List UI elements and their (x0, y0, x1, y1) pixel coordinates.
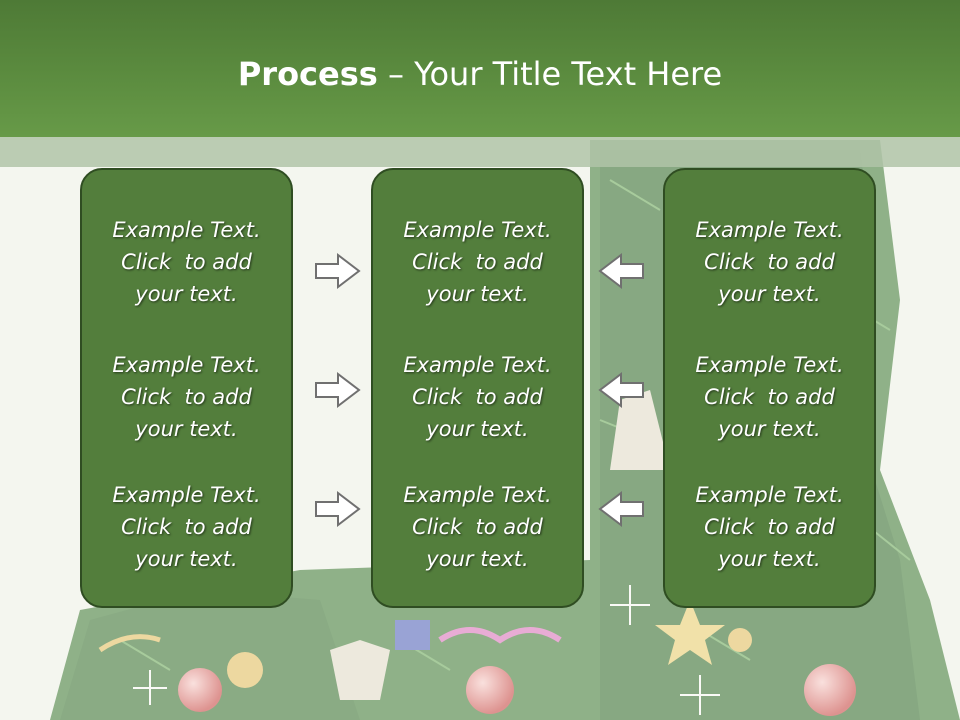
text-line: your text. (718, 417, 821, 441)
text-line: your text. (426, 417, 529, 441)
text-placeholder[interactable]: Example Text. Click to add your text. (665, 479, 874, 575)
title-rest: – Your Title Text Here (377, 55, 723, 93)
text-line: Example Text. (112, 353, 261, 377)
text-placeholder[interactable]: Example Text. Click to add your text. (665, 214, 874, 310)
arrow-left-icon (598, 252, 644, 290)
arrow-right-icon (315, 252, 361, 290)
text-placeholder[interactable]: Example Text. Click to add your text. (82, 349, 291, 445)
text-line: Click to add (412, 385, 543, 409)
header-strip (0, 137, 960, 167)
text-placeholder[interactable]: Example Text. Click to add your text. (373, 479, 582, 575)
arrow-right-icon (315, 490, 361, 528)
text-placeholder[interactable]: Example Text. Click to add your text. (373, 214, 582, 310)
text-line: Example Text. (403, 218, 552, 242)
arrow-left-icon (598, 490, 644, 528)
text-line: Example Text. (112, 483, 261, 507)
process-panel-3[interactable]: Example Text. Click to add your text. Ex… (663, 168, 876, 608)
text-line: your text. (135, 547, 238, 571)
text-line: your text. (135, 417, 238, 441)
text-placeholder[interactable]: Example Text. Click to add your text. (82, 214, 291, 310)
text-line: Example Text. (695, 483, 844, 507)
text-line: Click to add (704, 385, 835, 409)
text-line: Click to add (121, 515, 252, 539)
text-line: your text. (718, 547, 821, 571)
text-line: Example Text. (403, 483, 552, 507)
text-line: your text. (718, 282, 821, 306)
text-line: Click to add (412, 250, 543, 274)
text-line: your text. (426, 282, 529, 306)
text-line: Click to add (121, 250, 252, 274)
header-bar (0, 0, 960, 137)
text-line: Click to add (121, 385, 252, 409)
text-line: Click to add (704, 250, 835, 274)
text-line: Example Text. (695, 353, 844, 377)
text-line: Click to add (412, 515, 543, 539)
text-line: Example Text. (695, 218, 844, 242)
text-placeholder[interactable]: Example Text. Click to add your text. (665, 349, 874, 445)
process-panel-2[interactable]: Example Text. Click to add your text. Ex… (371, 168, 584, 608)
text-line: Example Text. (112, 218, 261, 242)
arrow-right-icon (315, 371, 361, 409)
process-panel-1[interactable]: Example Text. Click to add your text. Ex… (80, 168, 293, 608)
text-placeholder[interactable]: Example Text. Click to add your text. (82, 479, 291, 575)
text-placeholder[interactable]: Example Text. Click to add your text. (373, 349, 582, 445)
title-bold: Process (237, 55, 378, 93)
page-title[interactable]: Process – Your Title Text Here (0, 52, 960, 96)
text-line: Click to add (704, 515, 835, 539)
text-line: your text. (135, 282, 238, 306)
text-line: your text. (426, 547, 529, 571)
arrow-left-icon (598, 371, 644, 409)
text-line: Example Text. (403, 353, 552, 377)
